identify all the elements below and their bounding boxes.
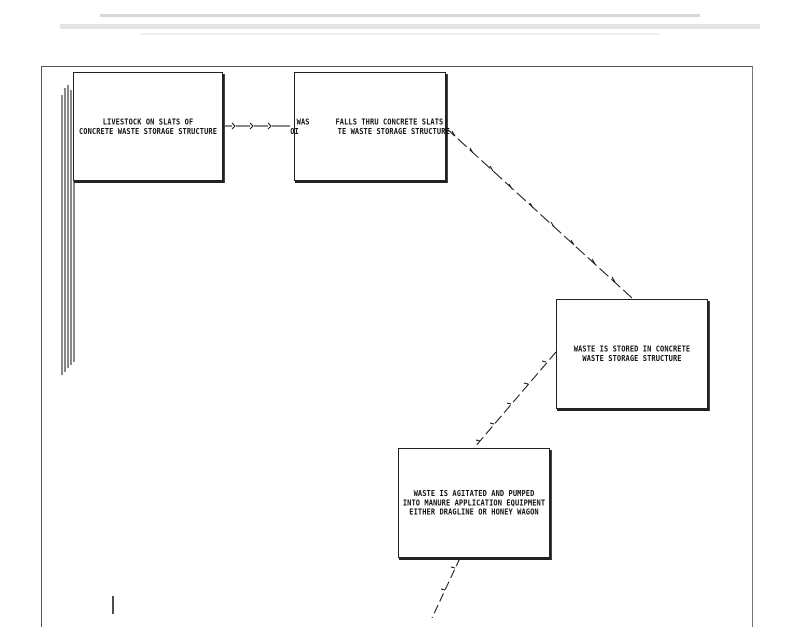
connector-stored-to-agitated [473,351,557,449]
connector-livestock-to-falls [224,122,290,130]
step-box-falls: WAS FALLS THRU CONCRETE SLATS OI TE WAST… [290,72,450,181]
page-frame [41,66,753,627]
step-box-livestock: LIVESTOCK ON SLATS OF CONCRETE WASTE STO… [73,72,223,181]
step-box-stored: WASTE IS STORED IN CONCRETE WASTE STORAG… [556,299,708,409]
step-text-falls: WAS FALLS THRU CONCRETE SLATS OI TE WAST… [290,117,450,136]
step-text-livestock: LIVESTOCK ON SLATS OF CONCRETE WASTE STO… [78,117,218,136]
left-bracket-lines [61,85,75,375]
step-text-stored: WASTE IS STORED IN CONCRETE WASTE STORAG… [573,344,691,364]
connector-agitated-to-next [431,557,461,618]
connector-falls-to-stored [445,127,633,299]
scan-noise-top [60,14,760,35]
step-box-agitated: WASTE IS AGITATED AND PUMPED INTO MANURE… [398,448,550,558]
step-text-agitated: WASTE IS AGITATED AND PUMPED INTO MANURE… [402,489,546,517]
